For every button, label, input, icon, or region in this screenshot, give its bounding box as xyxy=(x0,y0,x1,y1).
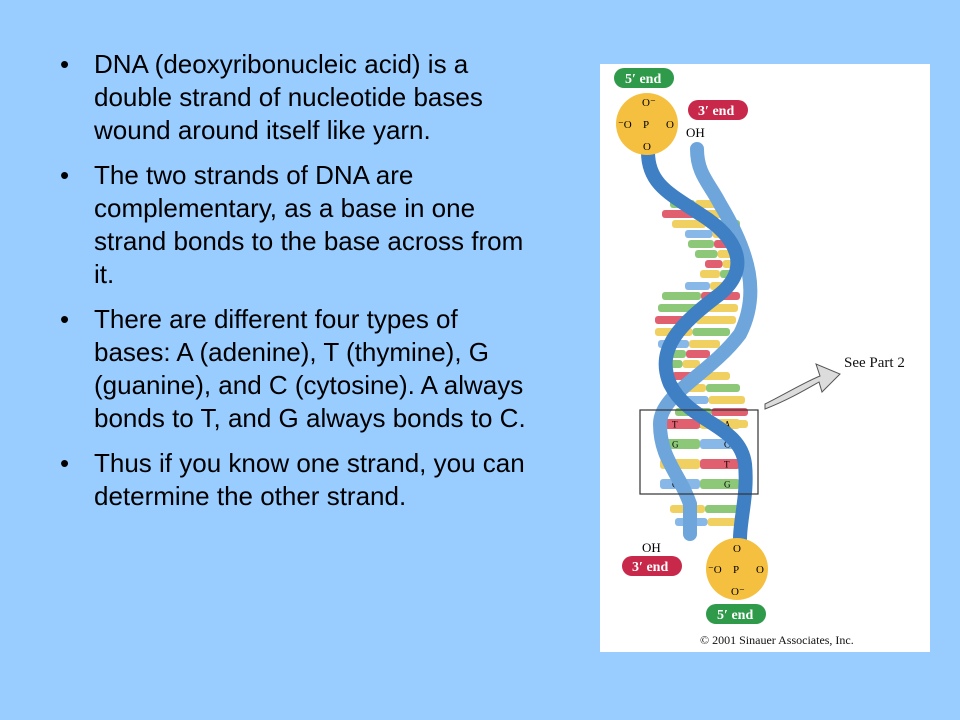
base-letter: A xyxy=(724,420,731,430)
base-letter: T xyxy=(672,420,678,430)
labeled-base xyxy=(700,479,740,489)
top-phosphate-minus-o: ⁻O xyxy=(618,119,632,131)
bullet-list: DNA (deoxyribonucleic acid) is a double … xyxy=(56,48,536,525)
bottom-phosphate-minus-o: ⁻O xyxy=(708,564,722,576)
bottom-3prime-label: 3′ end xyxy=(632,560,668,575)
bottom-phosphate-o-right: O xyxy=(756,564,764,576)
copyright: © 2001 Sinauer Associates, Inc. xyxy=(700,633,854,647)
base-segment xyxy=(682,360,700,368)
bottom-3prime-badge xyxy=(622,556,682,576)
base-segment xyxy=(700,270,720,278)
base-segment xyxy=(689,340,720,348)
bottom-phosphate xyxy=(706,538,768,600)
top-phosphate-o-right: O xyxy=(666,119,674,131)
bottom-phosphate-p: P xyxy=(733,564,739,576)
bottom-5prime-badge xyxy=(706,604,766,624)
base-segment xyxy=(692,328,730,336)
bullet-conclusion: Thus if you know one strand, you can det… xyxy=(56,447,536,513)
base-segment xyxy=(685,282,710,290)
bottom-oh-label: OH xyxy=(642,540,661,555)
base-segment xyxy=(662,292,701,300)
labeled-base xyxy=(660,419,700,429)
base-letter: T xyxy=(724,460,730,470)
labeled-base xyxy=(700,459,740,469)
base-segment xyxy=(658,304,698,312)
bottom-phosphate-o-top: O xyxy=(733,543,741,555)
base-segment xyxy=(708,396,745,404)
top-3prime-badge xyxy=(688,100,748,120)
base-segment xyxy=(705,505,740,513)
top-phosphate xyxy=(616,93,678,155)
base-segment xyxy=(711,408,748,416)
top-5prime-label: 5′ end xyxy=(625,72,661,87)
base-segment xyxy=(672,220,706,228)
base-segment xyxy=(705,260,723,268)
top-3prime-label: 3′ end xyxy=(698,104,734,119)
top-oh-label: OH xyxy=(686,125,705,140)
base-letter: G xyxy=(724,480,731,490)
see-part-arrow xyxy=(764,363,841,410)
base-segment xyxy=(688,240,714,248)
base-segment xyxy=(695,250,718,258)
bullet-dna-definition: DNA (deoxyribonucleic acid) is a double … xyxy=(56,48,536,147)
strand-back xyxy=(652,142,758,541)
base-segment xyxy=(695,316,736,324)
strand-front xyxy=(641,145,753,546)
base-segment xyxy=(706,384,740,392)
top-5prime-badge xyxy=(614,68,674,88)
top-phosphate-p: P xyxy=(643,119,649,131)
top-phosphate-o-bottom: O xyxy=(643,141,651,153)
bullet-base-types: There are different four types of bases:… xyxy=(56,303,536,435)
base-segment xyxy=(686,350,710,358)
bottom-phosphate-o-minus: O⁻ xyxy=(731,586,745,598)
detail-box xyxy=(639,409,759,495)
bullet-complementary: The two strands of DNA are complementary… xyxy=(56,159,536,291)
base-segment xyxy=(685,230,713,238)
base-segment xyxy=(707,518,740,526)
see-part-label: See Part 2 xyxy=(844,355,905,371)
bottom-5prime-label: 5′ end xyxy=(717,608,753,623)
base-letter: C xyxy=(724,440,730,450)
base-letter: G xyxy=(672,440,679,450)
top-phosphate-o-minus: O⁻ xyxy=(642,97,656,109)
